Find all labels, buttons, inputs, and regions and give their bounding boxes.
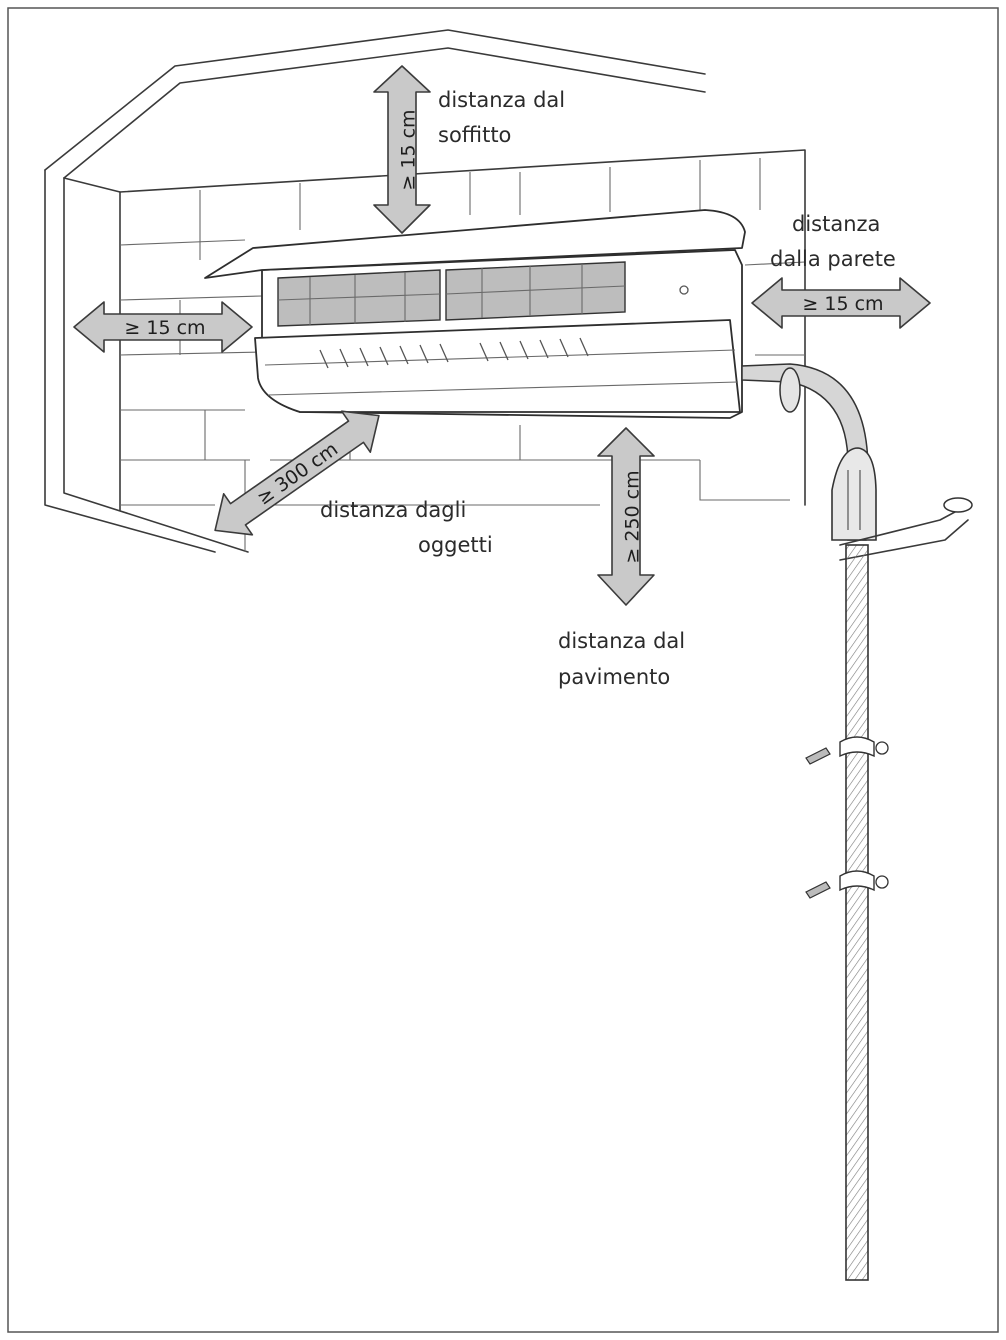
label-ceiling-line1: distanza dal [438, 88, 565, 112]
label-objects-line1: distanza dagli [320, 498, 466, 522]
arrow-left: ≥ 15 cm [73, 301, 253, 353]
arrow-floor: ≥ 250 cm [597, 427, 655, 606]
arrow-right-label: ≥ 15 cm [802, 293, 883, 315]
label-ceiling: distanza dal soffitto [438, 88, 565, 147]
ac-pipe [741, 363, 973, 1281]
label-floor: distanza dal pavimento [558, 629, 685, 689]
arrow-floor-label: ≥ 250 cm [622, 470, 644, 563]
label-ceiling-line2: soffitto [438, 123, 511, 147]
label-floor-line2: pavimento [558, 665, 670, 689]
label-floor-line1: distanza dal [558, 629, 685, 653]
arrow-objects: ≥ 300 cm [214, 410, 380, 536]
ac-unit [204, 209, 746, 419]
label-wall-line1: distanza [792, 212, 880, 236]
arrow-left-label: ≥ 15 cm [124, 317, 205, 339]
label-wall-line2: dalla parete [770, 247, 896, 271]
label-objects-line2: oggetti [418, 533, 493, 557]
arrow-ceiling: ≥ 15 cm [373, 65, 431, 234]
label-objects: distanza dagli oggetti [320, 498, 493, 557]
label-wall: distanza dalla parete [770, 212, 896, 271]
page-border [7, 7, 999, 1333]
arrow-ceiling-label: ≥ 15 cm [398, 109, 420, 190]
arrow-right: ≥ 15 cm [751, 277, 931, 329]
